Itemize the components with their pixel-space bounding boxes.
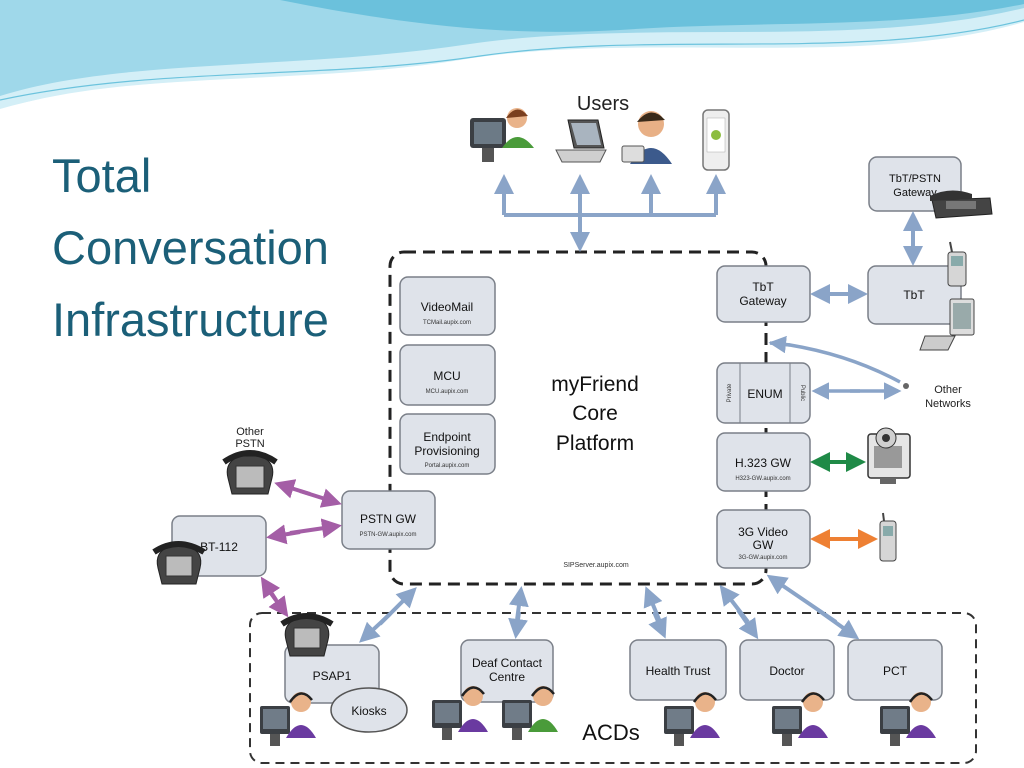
- mobile-phone-icon: [947, 241, 967, 287]
- business-user-icon: [621, 111, 672, 164]
- operator-icons: [260, 686, 936, 746]
- platform-label-3: Platform: [556, 432, 634, 455]
- svg-text:PSTN GW: PSTN GW: [360, 512, 417, 526]
- operator-icon: [664, 692, 720, 746]
- wave-header: [0, 0, 1024, 111]
- platform-label-1: myFriend: [551, 373, 639, 396]
- title-line: Total: [52, 149, 152, 202]
- svg-text:3G Video: 3G Video: [738, 525, 788, 539]
- operator-icon: [772, 692, 828, 746]
- tbt-box: TbT: [867, 265, 962, 325]
- svg-text:Provisioning: Provisioning: [414, 444, 479, 458]
- operator-icon: [502, 686, 558, 740]
- svg-text:PSAP1: PSAP1: [313, 669, 352, 683]
- svg-text:Doctor: Doctor: [769, 664, 804, 678]
- bt112-phone-icon: [152, 541, 206, 585]
- desktop-user-icon: [470, 108, 534, 162]
- other-networks-icon: Other Networks: [903, 383, 971, 410]
- video-3g-gw-box: 3G Video GW 3G-GW.aupix.com: [716, 509, 811, 569]
- monitor-keyboard-icon: [919, 298, 975, 351]
- psap-phone-icon: [280, 613, 334, 657]
- pstn-gw-box: PSTN GW PSTN-GW.aupix.com: [341, 490, 436, 550]
- svg-text:MCU.aupix.com: MCU.aupix.com: [426, 389, 469, 395]
- operator-icon: [260, 692, 316, 746]
- desk-phone-icon: [930, 190, 993, 219]
- kiosks-bubble: Kiosks: [330, 687, 408, 733]
- enum-box: ENUM Private Public: [716, 362, 811, 424]
- svg-text:PSTN-GW.aupix.com: PSTN-GW.aupix.com: [359, 532, 416, 538]
- svg-text:Health Trust: Health Trust: [646, 664, 711, 678]
- svg-text:VideoMail: VideoMail: [421, 300, 473, 314]
- operator-icon: [432, 686, 488, 740]
- deaf-contact-centre-box: Deaf Contact Centre: [460, 639, 554, 703]
- svg-text:H.323 GW: H.323 GW: [735, 456, 792, 470]
- h323-gw-box: H.323 GW H323-GW.aupix.com: [716, 432, 811, 492]
- pct-box: PCT: [847, 639, 943, 701]
- mobile-handset-icon: [879, 512, 897, 562]
- svg-text:TCMail.aupix.com: TCMail.aupix.com: [423, 320, 471, 326]
- svg-text:Portal.aupix.com: Portal.aupix.com: [425, 463, 470, 469]
- svg-text:Endpoint: Endpoint: [423, 430, 471, 444]
- health-trust-box: Health Trust: [629, 639, 727, 701]
- videomail-box: VideoMail TCMail.aupix.com: [399, 276, 496, 336]
- slide-title: Total Conversation Infrastructure: [52, 140, 382, 356]
- svg-text:GW: GW: [753, 538, 774, 552]
- video-camera-icon: [867, 427, 911, 484]
- other-pstn-label-1: Other: [236, 426, 264, 438]
- svg-text:TbT: TbT: [752, 280, 774, 294]
- tbt-gateway-box: TbT Gateway: [716, 265, 811, 323]
- svg-text:Gateway: Gateway: [893, 187, 937, 199]
- svg-text:H323-GW.aupix.com: H323-GW.aupix.com: [735, 476, 790, 482]
- svg-text:Private: Private: [727, 383, 733, 402]
- other-pstn-phone-icon: [222, 450, 278, 495]
- svg-text:MCU: MCU: [433, 369, 460, 383]
- enum-network-arrow-1: [768, 335, 901, 384]
- svg-text:BT-112: BT-112: [200, 540, 238, 554]
- svg-text:Networks: Networks: [925, 398, 971, 410]
- users-connector: [502, 182, 718, 245]
- svg-text:Gateway: Gateway: [739, 294, 786, 308]
- mcu-box: MCU MCU.aupix.com: [399, 344, 496, 406]
- svg-text:TbT: TbT: [903, 288, 925, 302]
- endpoint-provisioning-box: Endpoint Provisioning Portal.aupix.com: [399, 413, 496, 475]
- users-label: Users: [577, 93, 629, 115]
- svg-text:Deaf Contact: Deaf Contact: [472, 656, 543, 670]
- title-line: Conversation: [52, 221, 329, 274]
- other-pstn-label-2: PSTN: [235, 438, 264, 450]
- title-line: Infrastructure: [52, 293, 329, 346]
- svg-text:Other: Other: [934, 384, 962, 396]
- sip-server-label: SIPServer.aupix.com: [563, 562, 629, 569]
- svg-text:3G-GW.aupix.com: 3G-GW.aupix.com: [738, 555, 787, 561]
- platform-label-2: Core: [572, 402, 618, 425]
- acds-boundary: [249, 612, 977, 764]
- acds-label: ACDs: [582, 720, 639, 745]
- doctor-box: Doctor: [739, 639, 835, 701]
- laptop-icon: [555, 119, 607, 163]
- svg-text:Centre: Centre: [489, 670, 525, 684]
- svg-text:TbT/PSTN: TbT/PSTN: [889, 173, 941, 185]
- svg-text:Public: Public: [799, 385, 805, 401]
- svg-text:PCT: PCT: [883, 664, 908, 678]
- svg-text:Kiosks: Kiosks: [351, 704, 386, 718]
- smartphone-icon: [702, 109, 730, 171]
- svg-text:ENUM: ENUM: [747, 387, 782, 401]
- psap1-box: PSAP1: [284, 644, 380, 704]
- operator-icon: [880, 692, 936, 746]
